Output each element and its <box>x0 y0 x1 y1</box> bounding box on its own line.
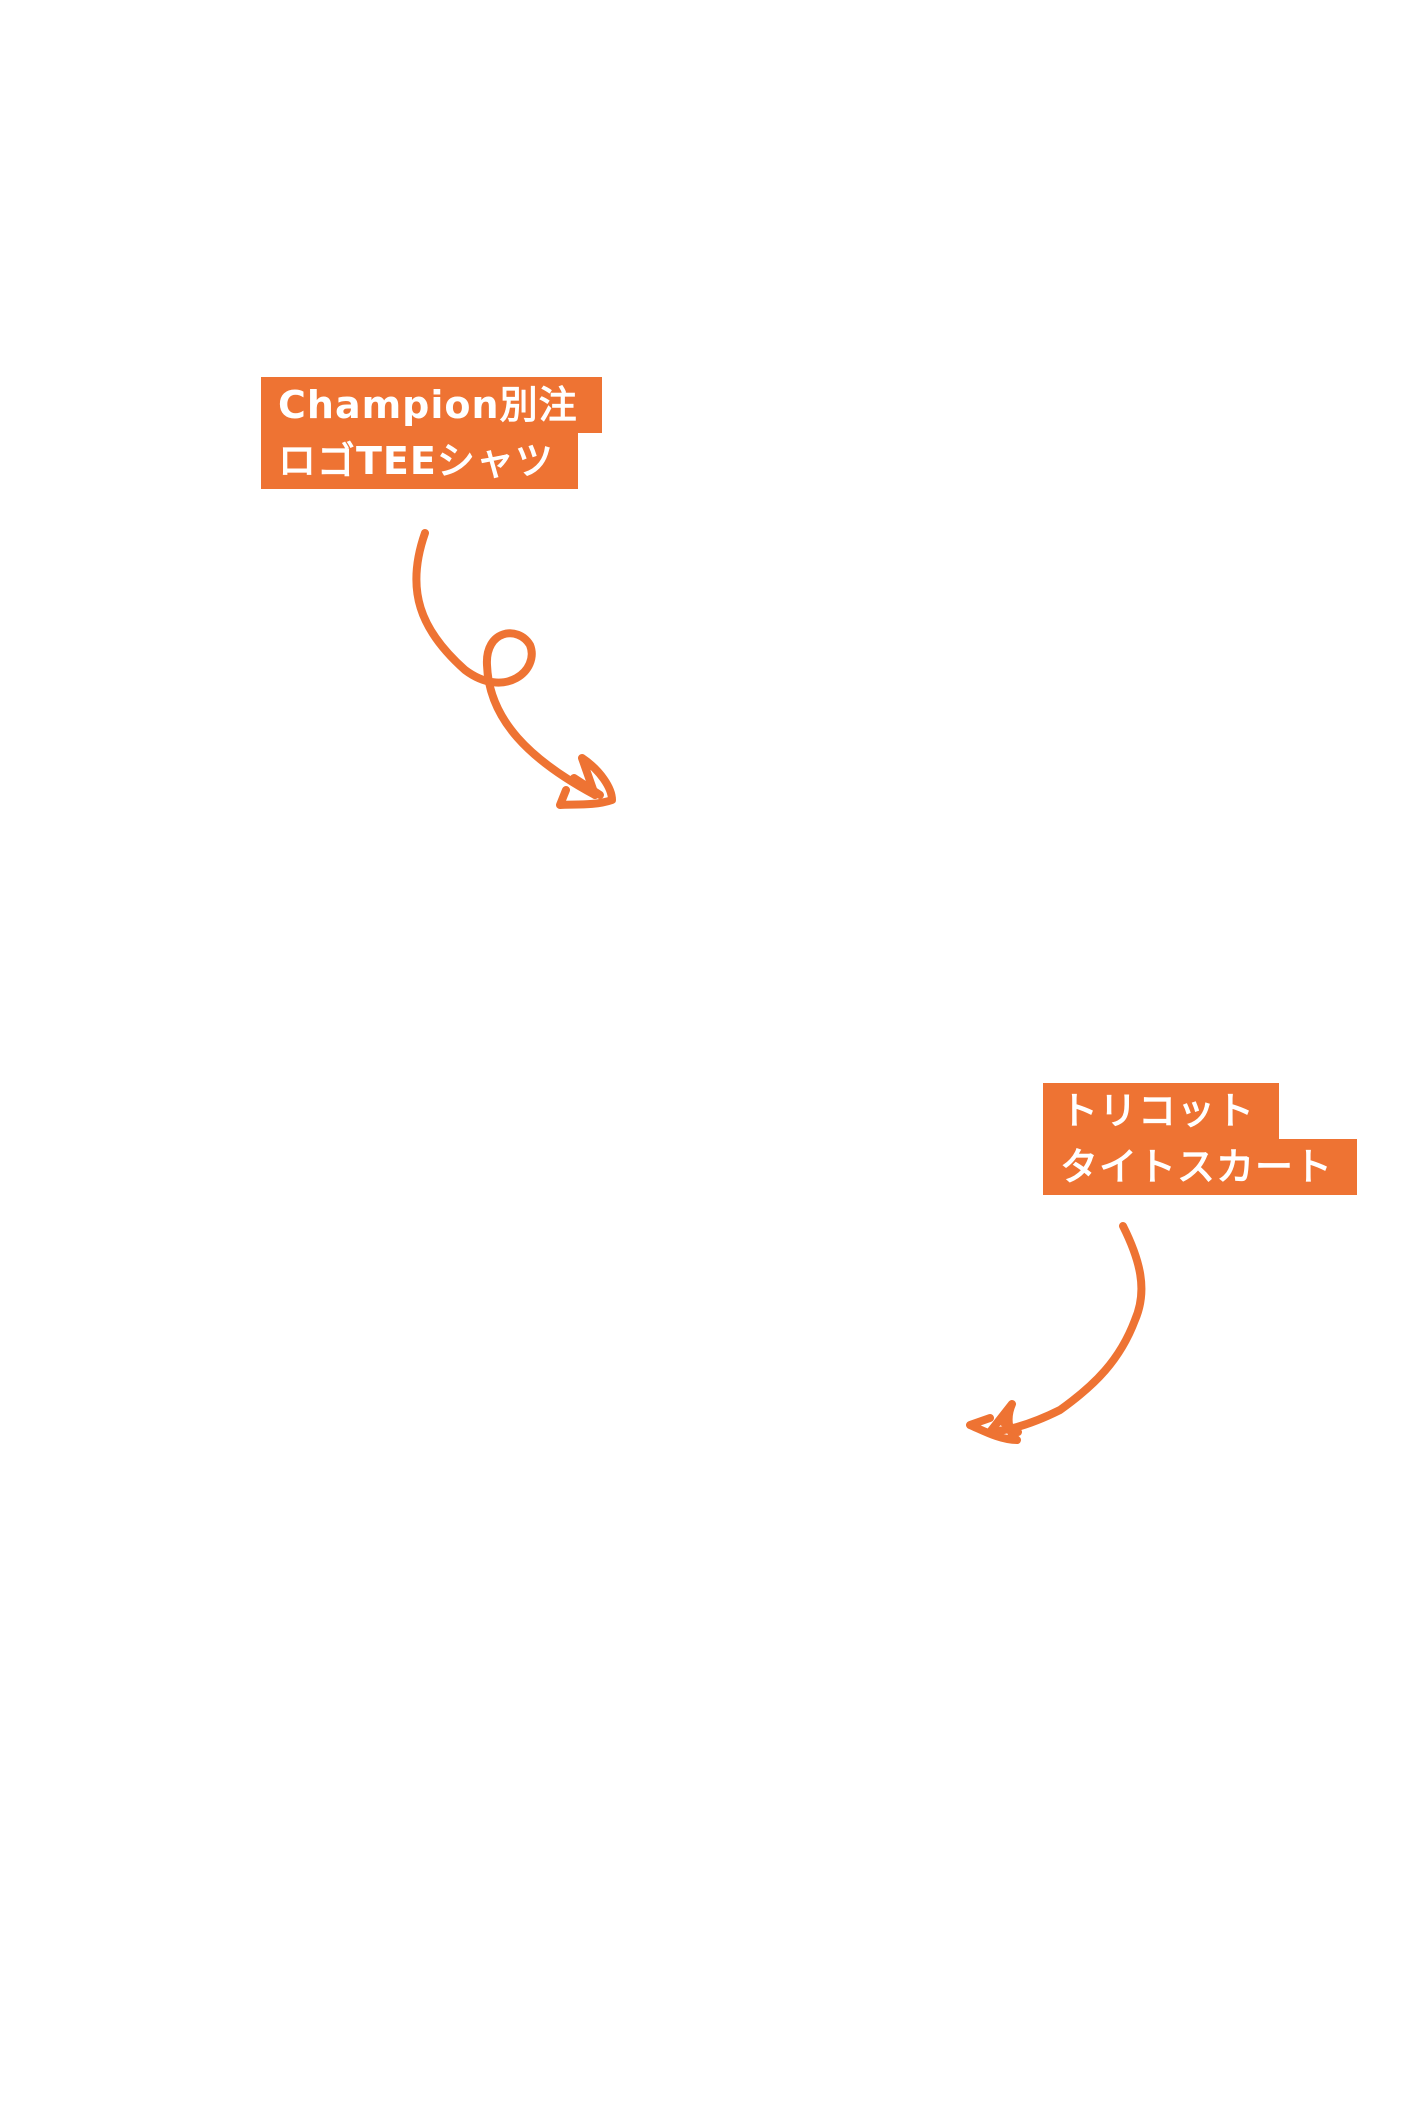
product-label-tee: Champion別注 ロゴTEEシャツ <box>261 377 602 489</box>
product-label-skirt: トリコット タイトスカート <box>1043 1083 1358 1195</box>
product-label-tee-line-1: Champion別注 <box>261 377 602 433</box>
curved-arrow-icon <box>966 1222 1146 1444</box>
curly-arrow-icon <box>412 529 616 809</box>
product-label-skirt-line-2: タイトスカート <box>1043 1139 1358 1195</box>
product-label-skirt-line-1: トリコット <box>1043 1083 1280 1139</box>
product-label-tee-line-2: ロゴTEEシャツ <box>261 433 578 489</box>
